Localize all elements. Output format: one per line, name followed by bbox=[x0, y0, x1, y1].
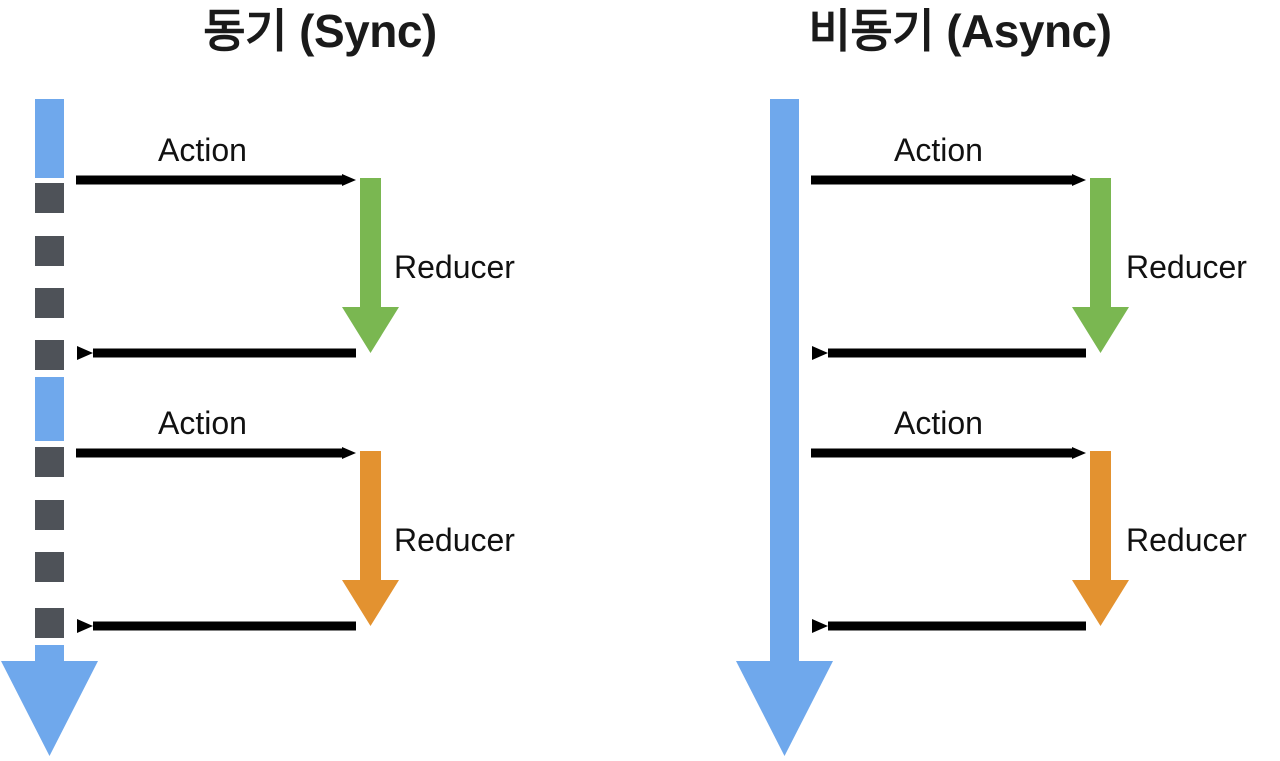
sync-action-label-2: Action bbox=[158, 405, 247, 441]
sync-blocked-tick bbox=[35, 447, 64, 477]
sync-blocked-tick bbox=[35, 236, 64, 266]
async-action-label-2: Action bbox=[894, 405, 983, 441]
sync-reducer-arrow-1 bbox=[342, 178, 399, 353]
sync-timeline-arrowhead bbox=[1, 645, 98, 756]
async-reducer-label-2: Reducer bbox=[1126, 522, 1247, 558]
sync-reducer-label-1: Reducer bbox=[394, 249, 515, 285]
sync-active-segment-1 bbox=[35, 99, 64, 178]
async-reducer-label-1: Reducer bbox=[1126, 249, 1247, 285]
async-reducer-arrow-1 bbox=[1072, 178, 1129, 353]
sync-reducer-arrow-2 bbox=[342, 451, 399, 626]
sync-blocked-tick bbox=[35, 500, 64, 530]
async-timeline bbox=[736, 99, 833, 756]
sync-blocked-tick bbox=[35, 552, 64, 582]
panel-title-async: 비동기 (Async) bbox=[808, 5, 1112, 57]
sync-blocked-tick bbox=[35, 340, 64, 370]
sync-blocked-tick bbox=[35, 608, 64, 638]
sync-blocked-tick bbox=[35, 288, 64, 318]
panel-title-sync: 동기 (Sync) bbox=[203, 5, 437, 57]
async-timeline-arrowhead bbox=[736, 661, 833, 756]
async-active-segment bbox=[770, 99, 799, 661]
sync-timeline bbox=[1, 99, 98, 756]
async-reducer-arrow-2 bbox=[1072, 451, 1129, 626]
sync-active-segment-2 bbox=[35, 377, 64, 441]
sync-blocked-tick bbox=[35, 183, 64, 213]
sync-action-label-1: Action bbox=[158, 132, 247, 168]
sync-reducer-label-2: Reducer bbox=[394, 522, 515, 558]
async-action-label-1: Action bbox=[894, 132, 983, 168]
